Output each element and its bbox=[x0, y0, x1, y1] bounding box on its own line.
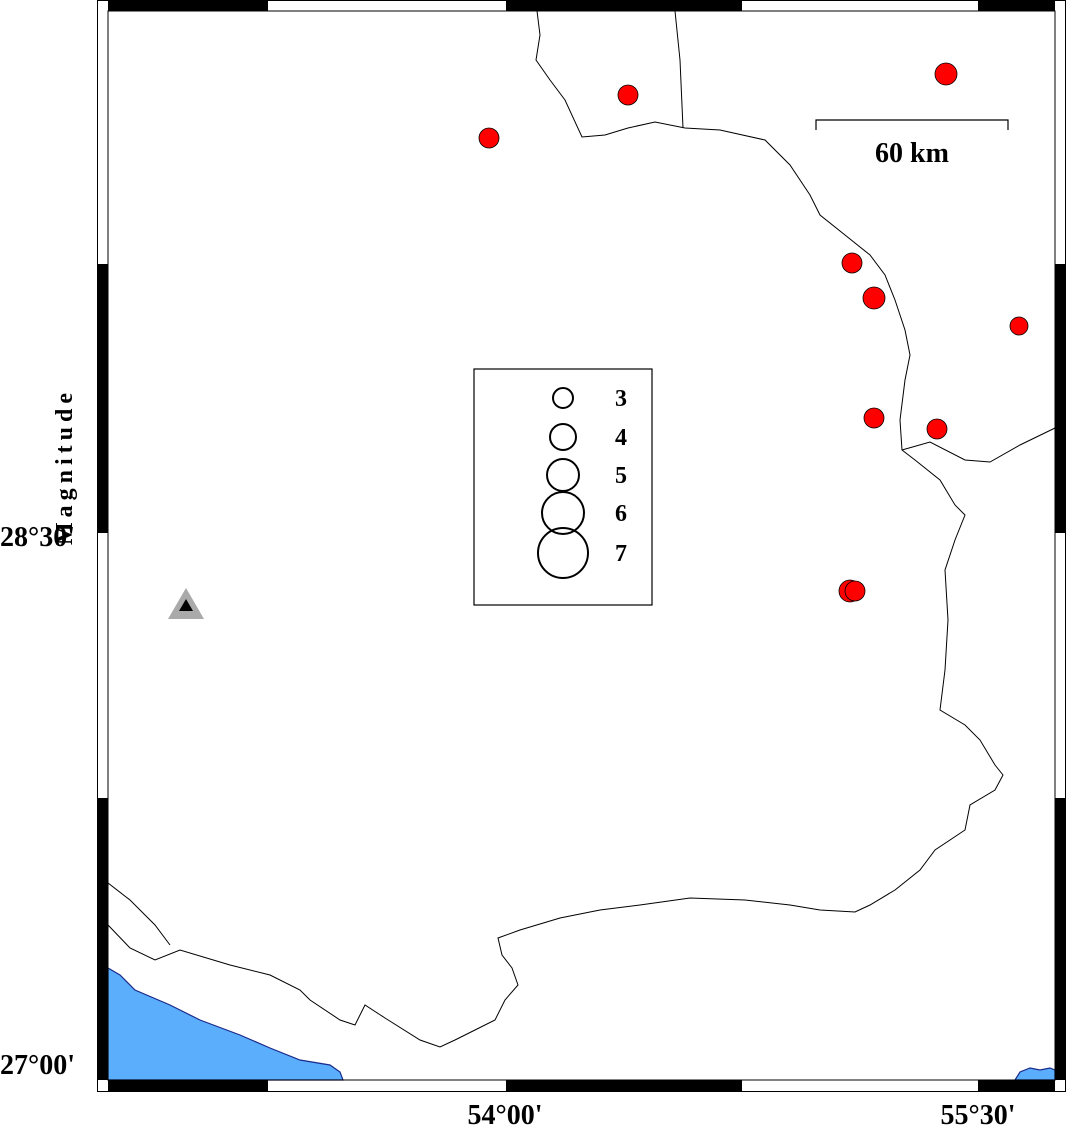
earthquake-event[interactable] bbox=[844, 580, 866, 602]
legend-symbol bbox=[537, 527, 589, 579]
legend-label: 3 bbox=[615, 386, 627, 412]
station-triangle-icon bbox=[179, 599, 193, 611]
station-marker[interactable] bbox=[168, 588, 204, 619]
earthquake-event[interactable] bbox=[617, 84, 639, 106]
legend-label: 7 bbox=[615, 541, 627, 567]
legend-title: Magnitude bbox=[52, 388, 78, 545]
legend-symbol bbox=[552, 387, 574, 409]
earthquake-event[interactable] bbox=[926, 418, 948, 440]
x-tick-label: 55°30' bbox=[941, 1100, 1016, 1129]
earthquake-event[interactable] bbox=[934, 62, 958, 86]
earthquake-event[interactable] bbox=[841, 252, 863, 274]
legend-label: 6 bbox=[615, 501, 627, 527]
legend-box: 3 4 5 6 7 bbox=[473, 368, 653, 606]
earthquake-event[interactable] bbox=[862, 286, 886, 310]
legend-symbol bbox=[541, 491, 585, 535]
earthquake-event[interactable] bbox=[863, 407, 885, 429]
map-frame bbox=[97, 0, 1066, 1092]
legend-symbol bbox=[549, 423, 577, 451]
y-tick-label: 27°00' bbox=[0, 1050, 75, 1081]
legend-label: 4 bbox=[615, 425, 627, 451]
x-tick-label: 54°00' bbox=[468, 1100, 543, 1129]
scale-bar-label: 60 km bbox=[875, 138, 949, 169]
scale-bar: 60 km bbox=[815, 119, 1009, 169]
borders bbox=[107, 10, 1056, 1048]
earthquake-event[interactable] bbox=[478, 127, 500, 149]
earthquake-event[interactable] bbox=[1009, 316, 1029, 336]
y-tick-label: 28°30' bbox=[0, 522, 75, 553]
events bbox=[478, 62, 1029, 603]
legend-label: 5 bbox=[615, 463, 627, 489]
